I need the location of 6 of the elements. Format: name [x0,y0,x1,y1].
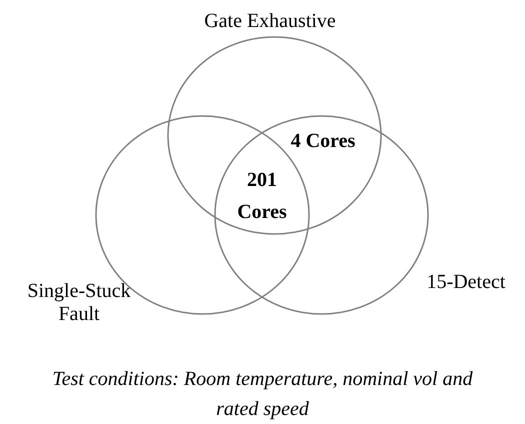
set-label: Single-Stuck Fault [26,280,132,326]
set-label: 15-Detect [426,271,506,294]
caption: Test conditions: Room temperature, nominal vol and rated speed [51,367,474,422]
region-count: 4 Cores [290,129,356,154]
region-count: 201 Cores [236,168,288,225]
set-label: Gate Exhaustive [203,10,337,33]
